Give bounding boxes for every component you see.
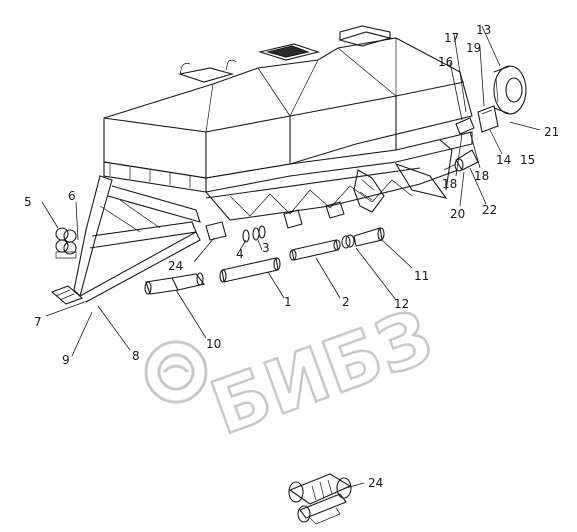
callout-labels: 5 6 7 8 9 10 1 2 12 11 4 3 24 13 17 19 1… [24,23,559,490]
callout-4: 4 [236,247,244,261]
callout-24-detail: 24 [368,476,383,490]
callout-19: 19 [466,41,481,55]
watermark: БИБЗ [144,292,445,453]
callout-18-a: 18 [442,177,457,191]
callout-9: 9 [62,353,70,367]
callout-14: 14 [496,153,511,167]
frame [50,139,459,305]
callout-15: 15 [520,153,535,167]
callout-17: 17 [444,31,459,45]
callout-11: 11 [414,269,429,283]
callout-5: 5 [24,195,32,209]
detail-part-24 [288,473,352,525]
callout-6: 6 [68,189,76,203]
coupling-5 [55,227,77,259]
callout-1: 1 [284,295,292,309]
watermark-logo-icon [144,340,208,404]
hopper-assembly [103,25,473,193]
leader-lines [41,25,541,489]
callout-20: 20 [450,207,465,221]
callout-22: 22 [482,203,497,217]
callout-3: 3 [262,241,270,255]
callout-24-main: 24 [168,259,183,273]
callout-2: 2 [342,295,350,309]
callout-7: 7 [34,315,42,329]
callout-12: 12 [394,297,409,311]
callout-13: 13 [476,23,491,37]
callout-18-b: 18 [474,169,489,183]
callout-8: 8 [132,349,140,363]
watermark-text: БИБЗ [200,293,443,452]
callout-21: 21 [544,125,559,139]
callout-16: 16 [438,55,453,69]
callout-10: 10 [206,337,221,351]
